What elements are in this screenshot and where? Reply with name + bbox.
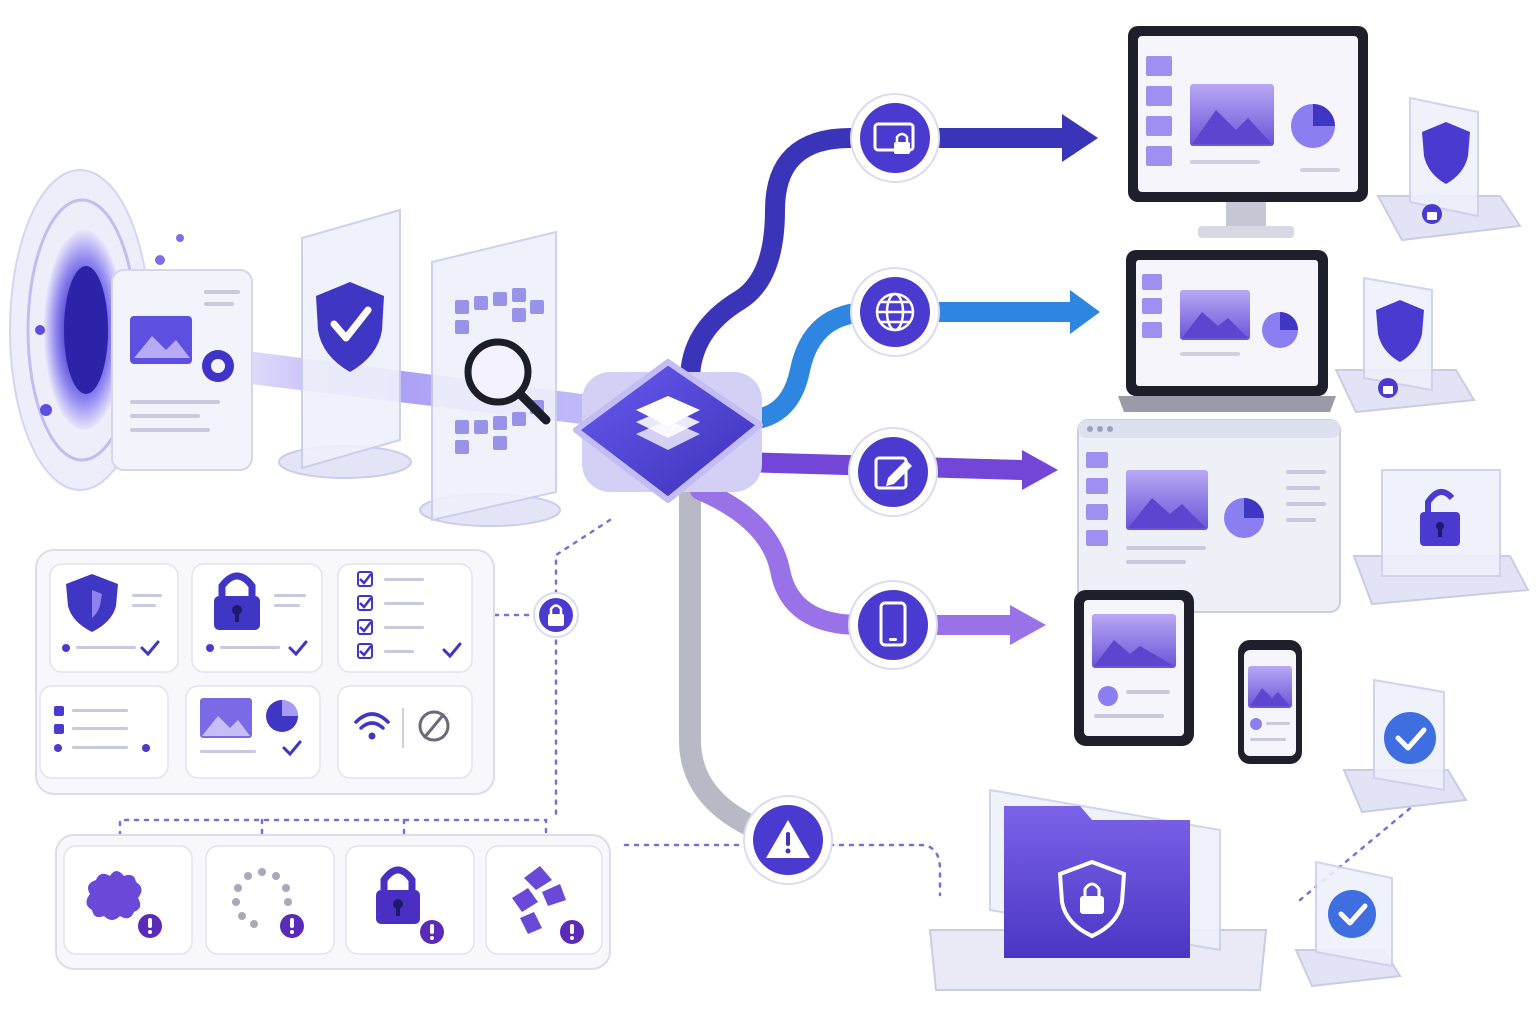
badge-shield-lock-2 bbox=[1334, 276, 1476, 414]
list-icon bbox=[54, 706, 150, 752]
tablet[interactable] bbox=[1074, 590, 1194, 746]
checkmark-icon bbox=[1384, 712, 1436, 764]
policy-tile-image[interactable] bbox=[185, 685, 321, 779]
check-icon bbox=[282, 740, 302, 757]
secure-folder[interactable] bbox=[928, 788, 1268, 991]
check-icon bbox=[288, 640, 308, 657]
alert-icon bbox=[280, 914, 304, 938]
shield-lock-icon bbox=[1422, 122, 1470, 224]
route-lines bbox=[679, 114, 1100, 841]
route-line-lavender bbox=[690, 480, 1020, 635]
document-icon bbox=[130, 290, 240, 432]
badge-padlock-cube bbox=[1352, 469, 1530, 606]
policy-tile-connectivity[interactable] bbox=[337, 685, 473, 779]
padlock-icon bbox=[214, 572, 260, 630]
alert-icon bbox=[420, 920, 444, 944]
alert-tile-loading[interactable] bbox=[205, 845, 335, 955]
dotted-connectors bbox=[118, 518, 1422, 902]
document-card bbox=[111, 269, 253, 471]
shield-icon bbox=[66, 574, 118, 632]
padlock-icon bbox=[548, 604, 564, 626]
route-line-grey bbox=[679, 479, 771, 841]
alert-icon bbox=[560, 920, 584, 944]
fragments-icon bbox=[512, 866, 566, 934]
globe-icon bbox=[875, 292, 915, 332]
junction-lock bbox=[533, 592, 579, 638]
alert-tile-puzzle[interactable] bbox=[63, 845, 193, 955]
browser-window[interactable] bbox=[1077, 419, 1341, 613]
wifi-offline-icon bbox=[354, 708, 450, 748]
check-icon bbox=[442, 642, 462, 659]
route-node-warning[interactable] bbox=[743, 795, 833, 885]
policy-tile-list[interactable] bbox=[39, 685, 169, 779]
checklist-icon bbox=[357, 571, 424, 659]
route-node-globe[interactable] bbox=[850, 267, 940, 357]
route-line-blue bbox=[735, 302, 1080, 430]
route-node-edit[interactable] bbox=[848, 427, 938, 517]
alert-tile-fragments[interactable] bbox=[485, 845, 603, 955]
scan-glass-panel bbox=[419, 230, 561, 527]
route-node-monitor[interactable] bbox=[850, 93, 940, 183]
padlock-cube-icon bbox=[1420, 489, 1460, 546]
shield-glass-panel bbox=[278, 208, 412, 479]
alert-row-panel bbox=[55, 834, 611, 970]
policy-tile-shield[interactable] bbox=[49, 563, 179, 673]
image-chart-icon bbox=[200, 698, 298, 753]
route-line-indigo bbox=[680, 128, 1072, 390]
phone-icon bbox=[879, 601, 907, 647]
policy-grid-panel bbox=[35, 549, 495, 795]
alert-tile-padlock[interactable] bbox=[345, 845, 475, 955]
distribution-hub[interactable] bbox=[573, 359, 763, 503]
checkmark-icon bbox=[1328, 890, 1376, 938]
badge-shield-lock-1 bbox=[1376, 96, 1522, 242]
check-icon bbox=[140, 640, 160, 657]
puzzle-icon bbox=[86, 871, 142, 920]
smartphone[interactable] bbox=[1238, 640, 1302, 764]
badge-checkmark-2 bbox=[1294, 860, 1402, 988]
edit-icon bbox=[874, 456, 912, 490]
shield-check-icon bbox=[316, 282, 384, 372]
laptop[interactable] bbox=[1118, 250, 1336, 412]
layers-icon bbox=[636, 396, 700, 450]
badge-checkmark-1 bbox=[1342, 678, 1468, 814]
monitor-lock-icon bbox=[873, 122, 915, 154]
loading-icon bbox=[232, 868, 292, 928]
policy-tile-padlock[interactable] bbox=[191, 563, 323, 673]
padlock-icon bbox=[376, 866, 420, 924]
warning-icon bbox=[766, 820, 810, 858]
policy-tile-checklist[interactable] bbox=[337, 563, 473, 673]
shield-lock-icon bbox=[1057, 859, 1127, 939]
route-node-phone[interactable] bbox=[848, 580, 938, 670]
alert-icon bbox=[138, 914, 162, 938]
magnifier-icon bbox=[464, 338, 551, 425]
shield-lock-icon bbox=[1376, 300, 1424, 398]
desktop-monitor[interactable] bbox=[1128, 26, 1368, 238]
